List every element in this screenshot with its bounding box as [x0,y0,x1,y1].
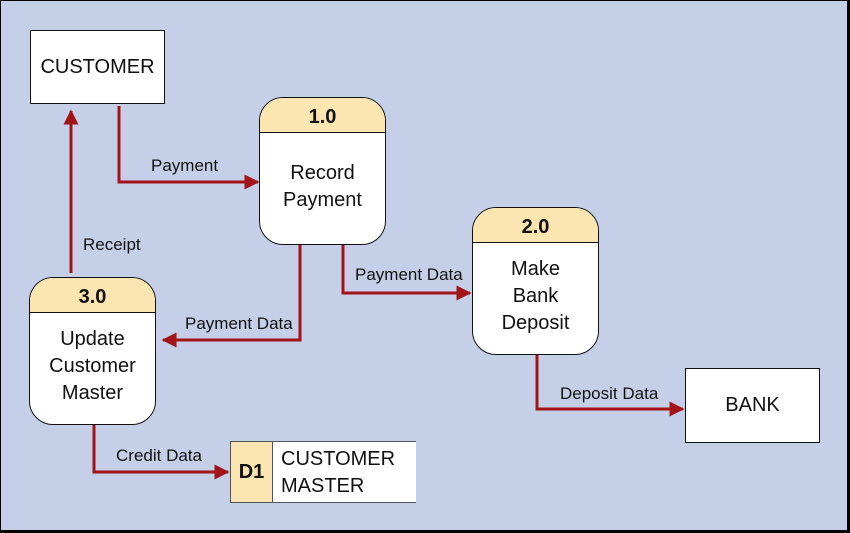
process-id: 3.0 [30,278,155,313]
data-store-name-line: CUSTOMER [281,448,396,470]
process-name-line: Customer [49,355,136,377]
payment-flow-arrow [117,106,260,190]
bank-entity: BANK [685,368,820,443]
payment-data-flow-label: Payment Data [355,265,463,284]
customer-entity: CUSTOMER [30,30,165,104]
data-store-name-line: MASTER [281,475,365,497]
credit-data-flow-label: Credit Data [116,446,202,465]
receipt-flow-label: Receipt [83,235,141,254]
process-id: 2.0 [473,208,598,243]
process-name: Record Payment [260,133,385,244]
payment-flow-label: Payment [151,156,219,175]
process-record-payment: 1.0 Record Payment [259,97,386,245]
payment-data-flow-label: Payment Data [185,314,293,333]
process-name-line: Payment [283,188,362,211]
process-name-line: Record [290,161,355,184]
process-name-line: Make [511,258,560,280]
customer-entity-label: CUSTOMER [40,55,155,78]
process-name: Make Bank Deposit [473,243,598,354]
payment-data-to-deposit-arrow [341,244,472,301]
data-store-customer-master: D1 CUSTOMER MASTER [230,441,416,503]
process-name-line: Bank [512,285,559,307]
payment-data-to-update-arrow [161,244,302,348]
process-name: Update Customer Master [30,313,155,424]
process-name-line: Master [61,382,124,404]
deposit-data-flow-label: Deposit Data [560,384,659,403]
process-id: 1.0 [260,98,385,133]
process-name-line: Update [60,328,125,350]
deposit-data-arrow [535,353,685,417]
process-name-line: Deposit [501,312,570,334]
process-make-bank-deposit: 2.0 Make Bank Deposit [472,207,599,355]
bank-entity-label: BANK [725,394,780,416]
data-store-name: CUSTOMER MASTER [273,442,403,502]
data-store-id: D1 [231,442,273,502]
process-update-customer-master: 3.0 Update Customer Master [29,277,156,425]
credit-data-arrow [92,424,230,480]
